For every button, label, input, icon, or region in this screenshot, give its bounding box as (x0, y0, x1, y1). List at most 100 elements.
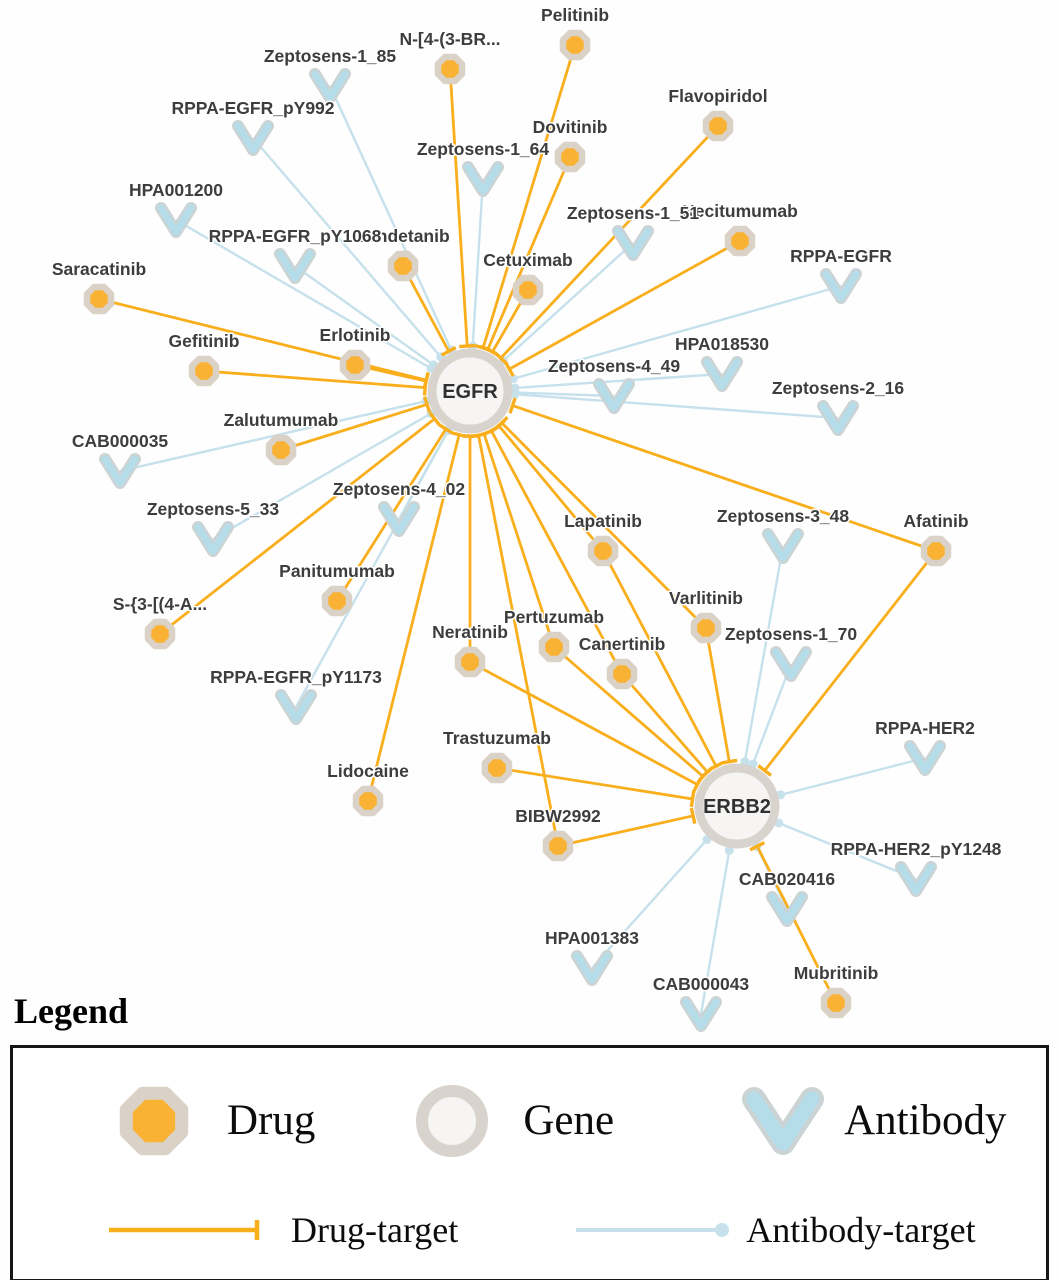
legend-box: Drug Gene Antibody Drug-target Antibody-… (10, 1045, 1049, 1280)
edge-ERBB2-zeptosens_1_70 (748, 663, 793, 769)
drug-node-pelitinib[interactable] (559, 29, 591, 61)
drug-node-flavopiridol[interactable] (702, 110, 734, 142)
antibody-node-rppa_egfr[interactable] (820, 268, 862, 304)
edge-EGFR-s3_4a (159, 411, 441, 636)
antibody-node-cab020416[interactable] (766, 891, 808, 927)
antibody-node-rppa_her2_py1248[interactable] (895, 861, 937, 897)
node-label-canertinib: Canertinib (579, 634, 666, 654)
antibody-node-cab000035[interactable] (99, 453, 141, 489)
node-label-rppa_her2_py1248: RPPA-HER2_pY1248 (831, 839, 1002, 859)
drug-node-trastuzumab[interactable] (481, 752, 513, 784)
antibody-node-rppa_egfr_py1173[interactable] (275, 689, 317, 725)
node-label-zalutumumab: Zalutumumab (224, 410, 339, 430)
node-label-erlotinib: Erlotinib (320, 325, 391, 345)
node-label-zeptosens_4_49: Zeptosens-4_49 (548, 356, 681, 376)
network-graph: EGFRERBB2PelitinibN-[4-(3-BR...Flavopiri… (50, 4, 1003, 1032)
gene-legend-label: Gene (523, 1097, 615, 1145)
antibody-target-edge-icon (576, 1223, 730, 1238)
node-label-neratinib: Neratinib (432, 622, 508, 642)
drug-node-vandetanib[interactable] (387, 250, 419, 282)
node-label-vandetanib: Vandetanib (356, 226, 449, 246)
node-label-panitumumab: Panitumumab (279, 561, 395, 581)
edge-ERBB2-varlitinib (704, 627, 738, 765)
antibody-node-zeptosens_1_85[interactable] (309, 68, 351, 104)
drug-node-varlitinib[interactable] (690, 612, 722, 644)
antibody-node-zeptosens_1_51[interactable] (612, 225, 654, 261)
node-label-afatinib: Afatinib (903, 511, 968, 531)
drug-node-erlotinib[interactable] (339, 349, 371, 381)
drug-node-cetuximab[interactable] (512, 274, 544, 306)
edge-EGFR-afatinib (508, 397, 937, 553)
gene-node-EGFR[interactable]: EGFR (427, 348, 513, 434)
drug-target-edge-icon (109, 1220, 260, 1241)
drug-legend-label: Drug (227, 1097, 316, 1145)
edge-EGFR-lidocaine (366, 431, 468, 802)
node-label-zeptosens_1_51: Zeptosens-1_51 (567, 203, 700, 223)
antibody-node-zeptosens_2_16[interactable] (817, 400, 859, 436)
node-label-hpa001200: HPA001200 (129, 180, 223, 200)
edge-ERBB2-bibw2992 (557, 807, 697, 848)
node-label-pertuzumab: Pertuzumab (504, 607, 604, 627)
antibody-node-zeptosens_1_64[interactable] (462, 161, 504, 197)
antibody-node-zeptosens_1_70[interactable] (770, 646, 812, 682)
node-label-s3_4a: S-{3-[(4-A... (113, 594, 207, 614)
node-label-n4_3br: N-[4-(3-BR... (399, 29, 500, 49)
gene-node-ERBB2[interactable]: ERBB2 (694, 763, 780, 849)
antibody-node-hpa001200[interactable] (155, 202, 197, 238)
antibody-node-rppa_her2[interactable] (904, 740, 946, 776)
gene-label-ERBB2: ERBB2 (703, 796, 771, 818)
drug-node-bibw2992[interactable] (542, 830, 574, 862)
drug-legend-icon (119, 1086, 189, 1155)
node-label-cab000043: CAB000043 (653, 974, 750, 994)
edge-ERBB2-afatinib (757, 550, 938, 777)
antibody-node-hpa001383[interactable] (571, 950, 613, 986)
drug-node-mubritinib[interactable] (820, 987, 852, 1019)
antibody-node-rppa_egfr_py992[interactable] (232, 120, 274, 156)
antibody-node-hpa018530[interactable] (701, 356, 743, 392)
drug-node-zalutumumab[interactable] (265, 434, 297, 466)
node-label-pelitinib: Pelitinib (541, 5, 609, 25)
node-layer: EGFR ERBB2 (83, 29, 952, 1032)
legend-node-types-row: Drug Gene Antibody (13, 1076, 1046, 1166)
node-label-cab020416: CAB020416 (739, 869, 836, 889)
antibody-node-zeptosens_4_49[interactable] (593, 378, 635, 414)
legend-edge-types-row: Drug-target Antibody-target (13, 1209, 1046, 1251)
drug-node-pertuzumab[interactable] (538, 631, 570, 663)
antibody-node-zeptosens_5_33[interactable] (192, 521, 234, 557)
node-label-necitumumab: Necitumumab (682, 201, 798, 221)
drug-node-lapatinib[interactable] (587, 535, 619, 567)
gene-label-EGFR: EGFR (442, 381, 498, 403)
drug-node-n4_3br[interactable] (434, 53, 466, 85)
node-label-zeptosens_5_33: Zeptosens-5_33 (147, 499, 280, 519)
node-label-zeptosens_1_85: Zeptosens-1_85 (264, 46, 397, 66)
edge-EGFR-zeptosens_1_64 (468, 178, 485, 351)
node-label-saracatinib: Saracatinib (52, 259, 146, 279)
node-label-zeptosens_2_16: Zeptosens-2_16 (772, 378, 905, 398)
antibody-node-zeptosens_4_02[interactable] (378, 501, 420, 537)
edge-EGFR-necitumumab (503, 239, 741, 377)
node-label-dovitinib: Dovitinib (533, 117, 608, 137)
drug-node-saracatinib[interactable] (83, 283, 115, 315)
node-label-rppa_her2: RPPA-HER2 (875, 718, 975, 738)
drug-node-dovitinib[interactable] (554, 141, 586, 173)
node-label-zeptosens_1_70: Zeptosens-1_70 (725, 624, 858, 644)
antibody-node-rppa_egfr_py1068[interactable] (274, 248, 316, 284)
drug-node-lidocaine[interactable] (352, 785, 384, 817)
drug-node-canertinib[interactable] (606, 658, 638, 690)
label-layer: PelitinibN-[4-(3-BR...FlavopiridolDoviti… (50, 4, 1003, 996)
drug-node-neratinib[interactable] (454, 646, 486, 678)
edge-EGFR-zeptosens_1_85 (328, 85, 456, 355)
drug-node-gefitinib[interactable] (188, 355, 220, 387)
node-label-zeptosens_1_64: Zeptosens-1_64 (417, 139, 550, 159)
antibody-node-cab000043[interactable] (680, 996, 722, 1032)
edge-EGFR-vandetanib (401, 265, 457, 357)
antibody-node-zeptosens_3_48[interactable] (762, 528, 804, 564)
drug-node-s3_4a[interactable] (144, 618, 176, 650)
antibody-target-legend-label: Antibody-target (746, 1210, 976, 1251)
drug-node-panitumumab[interactable] (321, 585, 353, 617)
edge-EGFR-zeptosens_2_16 (510, 389, 839, 420)
node-label-hpa001383: HPA001383 (545, 928, 639, 948)
drug-node-necitumumab[interactable] (724, 225, 756, 257)
drug-node-afatinib[interactable] (920, 535, 952, 567)
